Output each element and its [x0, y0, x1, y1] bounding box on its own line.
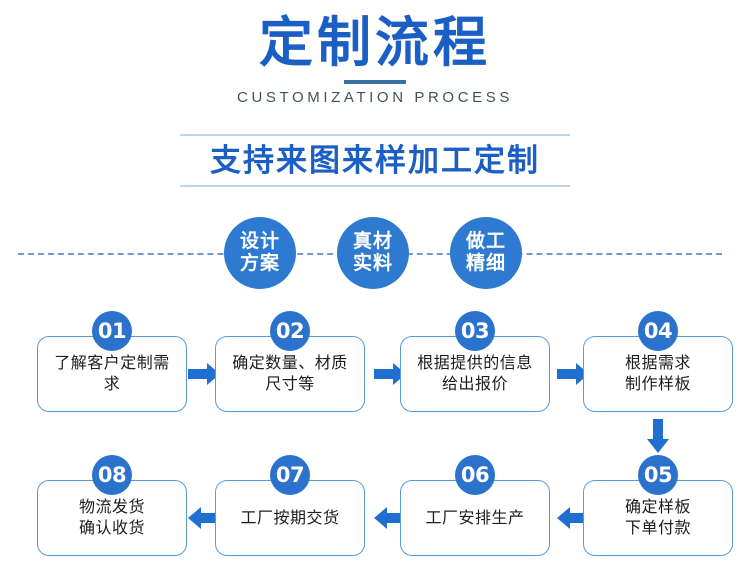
arrow-shaft	[569, 513, 589, 523]
step-05-line2: 下单付款	[624, 520, 691, 537]
step-07-text: 工厂按期交货	[234, 508, 345, 529]
step-04-text: 根据需求 制作样板	[619, 353, 697, 395]
step-07-line1: 工厂按期交货	[240, 509, 340, 527]
step-badge-07: 07	[270, 455, 310, 495]
step-02-line2: 尺寸等	[265, 376, 315, 393]
step-08-text: 物流发货 确认收货	[73, 497, 151, 539]
step-02-text: 确定数量、材质 尺寸等	[226, 353, 354, 395]
step-02-line1: 确定数量、材质	[232, 355, 348, 372]
arrow-down-04-to-05	[647, 419, 669, 453]
step-05-line1: 确定样板	[624, 499, 691, 516]
step-06-text: 工厂安排生产	[419, 508, 530, 529]
feature-circle-materials: 真材 实料	[337, 217, 409, 289]
header: 定制流程 CUSTOMIZATION PROCESS	[0, 0, 750, 107]
title-divider	[344, 80, 406, 84]
slogan-text: 支持来图来样加工定制	[210, 143, 540, 178]
slogan-band: 支持来图来样加工定制	[180, 134, 570, 187]
arrow-head	[188, 507, 201, 529]
feature-circle-materials-line1: 真材	[352, 231, 393, 252]
arrow-left-06-to-07	[374, 507, 406, 529]
step-badge-04: 04	[638, 311, 678, 351]
feature-circle-design: 设计 方案	[224, 217, 296, 289]
step-01-line1: 了解客户定制需	[54, 355, 170, 372]
step-06-line1: 工厂安排生产	[425, 509, 525, 527]
step-03-text: 根据提供的信息 给出报价	[411, 353, 539, 395]
step-badge-08: 08	[92, 455, 132, 495]
step-04-line2: 制作样板	[624, 376, 691, 393]
step-badge-05: 05	[638, 455, 678, 495]
arrow-head	[557, 507, 570, 529]
slogan-divider-bottom	[180, 185, 570, 187]
step-03-line2: 给出报价	[441, 376, 508, 393]
arrow-shaft	[188, 369, 208, 379]
step-01-text: 了解客户定制需 求	[48, 353, 176, 395]
step-08-line1: 物流发货	[78, 499, 145, 516]
feature-circle-materials-line2: 实料	[352, 253, 393, 274]
arrow-shaft	[653, 419, 663, 440]
step-05-text: 确定样板 下单付款	[619, 497, 697, 539]
feature-circle-craft-line2: 精细	[465, 253, 506, 274]
feature-circle-design-line1: 设计	[239, 231, 280, 252]
page-subtitle-english: CUSTOMIZATION PROCESS	[237, 89, 513, 106]
step-badge-03: 03	[455, 311, 495, 351]
feature-circle-craft-line1: 做工	[465, 231, 506, 252]
step-04-line1: 根据需求	[624, 355, 691, 372]
step-03-line1: 根据提供的信息	[417, 355, 533, 372]
arrow-left-05-to-06	[557, 507, 589, 529]
step-badge-01: 01	[92, 311, 132, 351]
arrow-head	[647, 439, 669, 453]
slogan-divider-top	[180, 134, 570, 136]
arrow-head	[374, 507, 387, 529]
arrow-shaft	[386, 513, 406, 523]
step-box-08: 物流发货 确认收货	[37, 480, 187, 556]
page-title: 定制流程	[259, 13, 491, 73]
step-badge-02: 02	[270, 311, 310, 351]
feature-circle-design-line2: 方案	[239, 253, 280, 274]
step-badge-06: 06	[455, 455, 495, 495]
step-01-line2: 求	[103, 376, 121, 393]
feature-circle-craft: 做工 精细	[450, 217, 522, 289]
step-08-line2: 确认收货	[78, 520, 145, 537]
arrow-shaft	[200, 513, 220, 523]
arrow-left-07-to-08	[188, 507, 220, 529]
arrow-shaft	[374, 369, 394, 379]
arrow-shaft	[557, 369, 577, 379]
